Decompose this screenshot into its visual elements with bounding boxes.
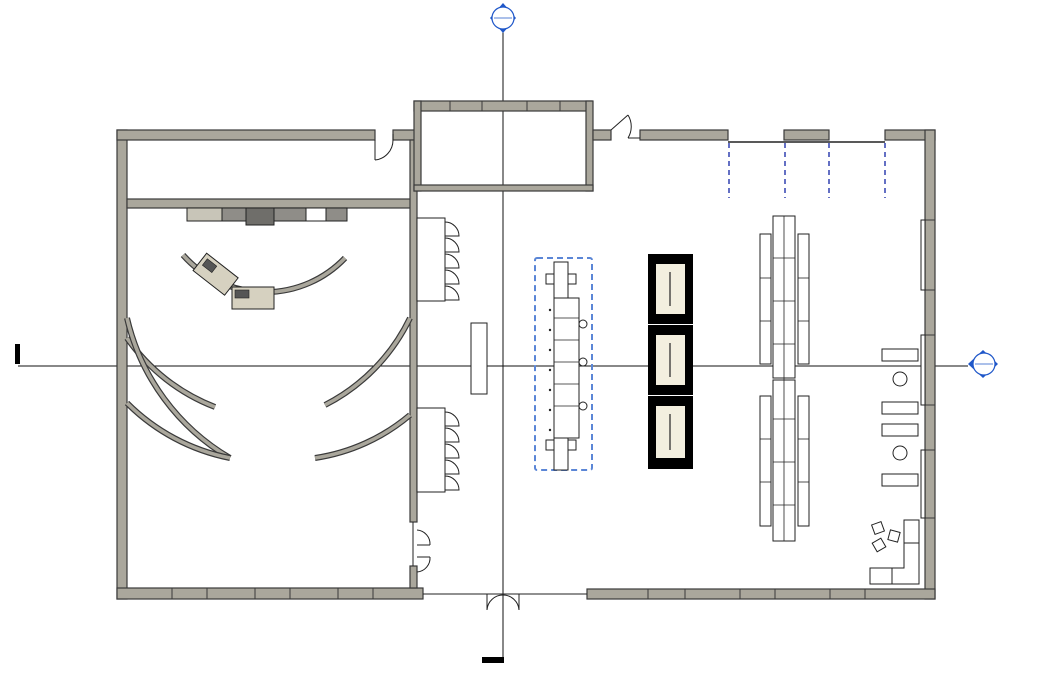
wall-top-right-a [639, 129, 729, 141]
wall-partition [409, 139, 418, 523]
wall-right-outer [924, 129, 936, 600]
door-main-entrance [423, 593, 587, 611]
grid-line-end-marker[interactable] [482, 657, 504, 663]
chair-icon [870, 520, 901, 553]
wall-bottom-right [586, 588, 936, 600]
wall-partition-lower [409, 565, 418, 589]
wall-storage-center-right [585, 100, 594, 192]
lounge-seating[interactable] [869, 519, 920, 585]
grid-line-end-marker[interactable] [15, 344, 20, 364]
door-partition [412, 522, 431, 573]
wall-storage-center-left [413, 100, 422, 192]
wall-top-left-stub [392, 129, 416, 141]
door-top-center [610, 114, 640, 139]
wall-storage-center-bottom [413, 184, 594, 192]
curved-display-walls[interactable] [124, 253, 413, 461]
wall-top-stub [592, 129, 612, 141]
chair-icon [545, 273, 577, 451]
selected-conference-table[interactable] [534, 257, 593, 471]
grid-lines [15, 30, 968, 663]
wall-bottom-left [116, 587, 424, 600]
display-cabinets[interactable] [416, 217, 460, 493]
door-top-left [374, 134, 394, 161]
right-wall-panels[interactable] [920, 219, 926, 519]
walls[interactable] [116, 100, 936, 600]
long-tables[interactable] [759, 215, 810, 542]
side-tables[interactable] [881, 348, 919, 487]
wall-storage-center-top [413, 100, 593, 112]
wall-panel-lines [171, 101, 935, 599]
storage-counter[interactable] [186, 207, 348, 226]
wall-top-left [116, 129, 376, 141]
grid-bubble-icon[interactable] [490, 3, 516, 33]
storefront-windows[interactable] [728, 141, 886, 198]
doors[interactable] [374, 114, 640, 611]
wall-storage-left [126, 198, 416, 209]
display-plinth[interactable] [470, 322, 488, 395]
display-cases[interactable] [648, 254, 693, 469]
wall-left-outer [116, 129, 128, 600]
grid-bubble-icon[interactable] [968, 350, 998, 378]
wall-top-right-b [783, 129, 830, 141]
workstation-icon[interactable] [192, 252, 275, 310]
